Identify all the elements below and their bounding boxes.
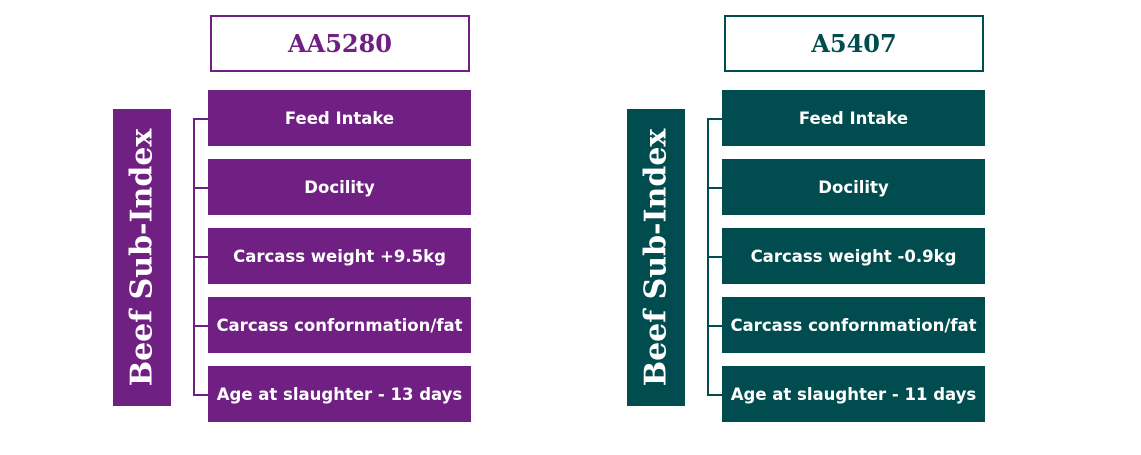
sub-index-label: Beef Sub-Index — [124, 128, 160, 387]
connector — [193, 394, 209, 396]
sub-index-label-bar: Beef Sub-Index — [113, 109, 171, 406]
item-carcass-conformation: Carcass confornmation/fat — [208, 297, 471, 353]
item-age-at-slaughter: Age at slaughter - 13 days — [208, 366, 471, 422]
item-feed-intake: Feed Intake — [208, 90, 471, 146]
panel-title: A5407 — [724, 15, 984, 72]
item-carcass-conformation: Carcass confornmation/fat — [722, 297, 985, 353]
panel-a5407: A5407 Beef Sub-Index Feed Intake Docilit… — [624, 0, 1004, 455]
connector — [707, 118, 723, 120]
item-docility: Docility — [722, 159, 985, 215]
item-feed-intake: Feed Intake — [722, 90, 985, 146]
item-docility: Docility — [208, 159, 471, 215]
connector — [193, 256, 209, 258]
connector — [707, 325, 723, 327]
connector — [193, 118, 209, 120]
item-carcass-weight: Carcass weight +9.5kg — [208, 228, 471, 284]
panel-title: AA5280 — [210, 15, 470, 72]
connector — [707, 394, 723, 396]
item-age-at-slaughter: Age at slaughter - 11 days — [722, 366, 985, 422]
connector — [707, 256, 723, 258]
sub-index-label-bar: Beef Sub-Index — [627, 109, 685, 406]
item-carcass-weight: Carcass weight -0.9kg — [722, 228, 985, 284]
connector — [193, 325, 209, 327]
sub-index-label: Beef Sub-Index — [638, 128, 674, 387]
connector — [707, 187, 723, 189]
panel-aa5280: AA5280 Beef Sub-Index Feed Intake Docili… — [110, 0, 490, 455]
connector — [193, 187, 209, 189]
